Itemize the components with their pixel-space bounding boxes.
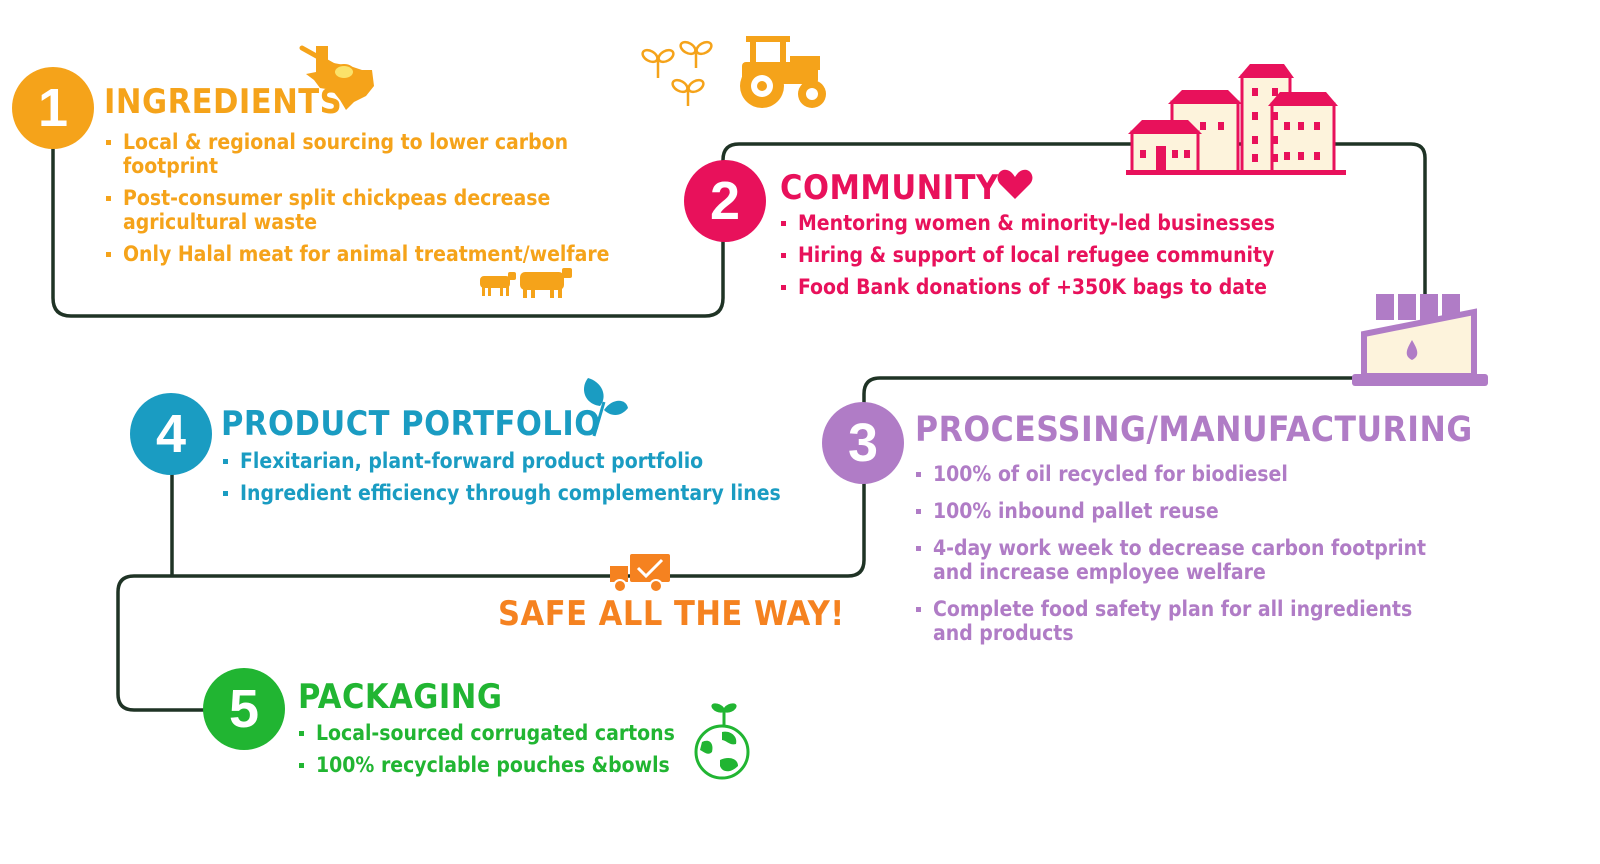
texas-spoon-icon [299,45,374,110]
step-5-title: PACKAGING [298,677,503,717]
step-5-number: 5 [228,679,260,739]
step-1-bullets: Local & regional sourcing to lower carbo… [104,130,664,274]
step-5-bullets: Local-sourced corrugated cartons 100% re… [297,721,717,785]
houses-icon [1126,64,1346,175]
list-item: Local-sourced corrugated cartons [297,721,717,745]
step-3-title: PROCESSING/MANUFACTURING [915,410,1473,450]
step-4-badge: 4 [130,393,212,475]
cows-icon [480,268,572,298]
list-item: 4-day work week to decrease carbon footp… [914,536,1433,584]
list-item: 100% recyclable pouches &bowls [297,753,717,777]
step-2-title: COMMUNITY [780,168,999,208]
step-1-badge: 1 [12,67,94,149]
step-3-bullets: 100% of oil recycled for biodiesel 100% … [914,462,1454,653]
list-item: 100% of oil recycled for biodiesel [914,462,1454,486]
truck-check-icon [610,554,670,593]
list-item: Food Bank donations of +350K bags to dat… [779,275,1299,299]
list-item: 100% inbound pallet reuse [914,499,1454,523]
list-item: Post-consumer split chickpeas decrease a… [104,186,583,234]
step-4-number: 4 [155,404,187,464]
step-1-number: 1 [37,78,69,138]
heart-icon [997,169,1033,199]
list-item: Local & regional sourcing to lower carbo… [104,130,664,178]
list-item: Only Halal meat for animal treatment/wel… [104,242,664,266]
factory-icon [1352,294,1488,386]
list-item: Complete food safety plan for all ingred… [914,597,1433,645]
step-3-number: 3 [847,413,879,473]
leaf-icon [584,378,628,437]
step-1-title: INGREDIENTS [104,82,343,122]
list-item: Flexitarian, plant-forward product portf… [221,449,821,473]
step-2-number: 2 [709,171,741,231]
safe-all-the-way-label: SAFE ALL THE WAY! [498,594,845,634]
globe-sprout-icon [694,703,750,780]
step-5-badge: 5 [203,668,285,750]
step-2-badge: 2 [684,160,766,242]
list-item: Hiring & support of local refugee commun… [779,243,1299,267]
tractor-icon [740,36,826,108]
step-3-badge: 3 [822,402,904,484]
list-item: Ingredient efficiency through complement… [221,481,821,505]
step-2-bullets: Mentoring women & minority-led businesse… [779,211,1299,307]
step-4-title: PRODUCT PORTFOLIO [221,404,601,444]
list-item: Mentoring women & minority-led businesse… [779,211,1299,235]
step-4-bullets: Flexitarian, plant-forward product portf… [221,449,821,513]
sprouts-icon [641,40,713,106]
